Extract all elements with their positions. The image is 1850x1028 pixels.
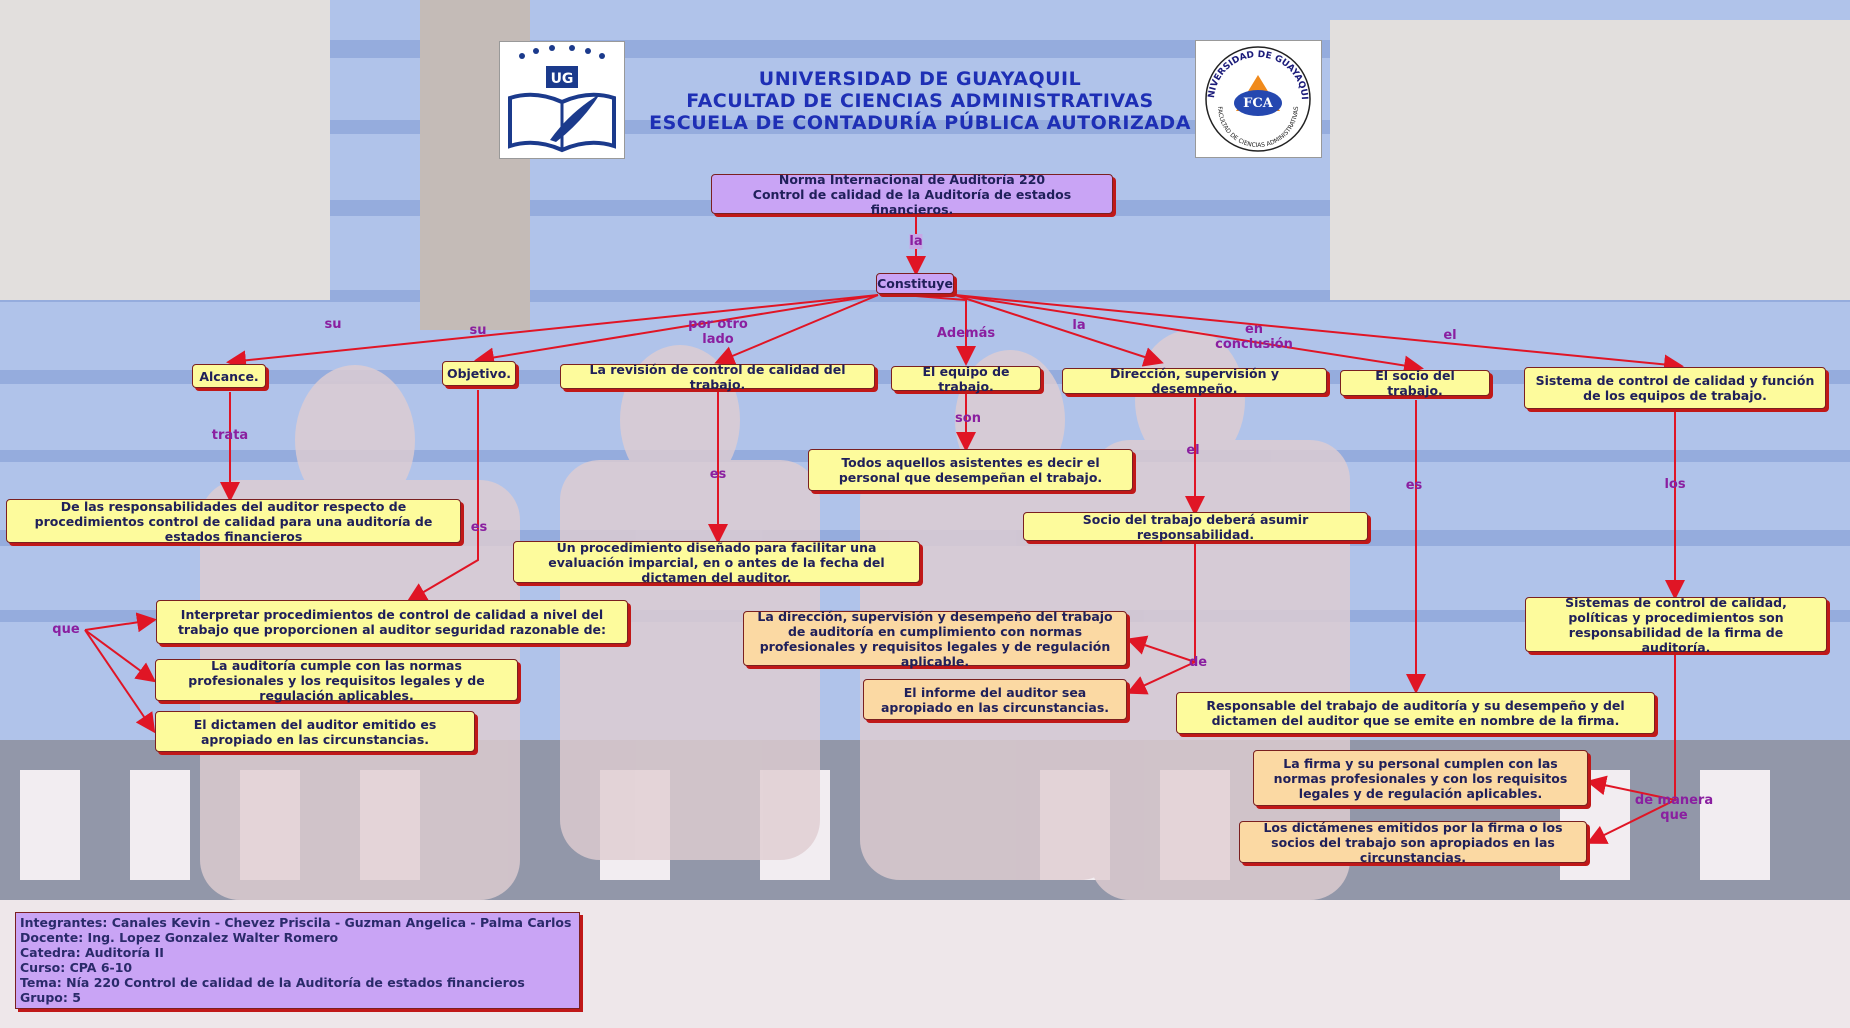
header-university: UNIVERSIDAD DE GUAYAQUIL — [758, 68, 1082, 90]
link-label-su-alcance: su — [324, 317, 342, 332]
header-faculty: FACULTAD DE CIENCIAS ADMINISTRATIVAS — [686, 90, 1154, 112]
link-label-por-otro-lado: por otro lado — [688, 317, 748, 347]
interpretar-node[interactable]: Interpretar procedimientos de control de… — [156, 600, 628, 644]
link-label-de-manera-que: de manera que — [1634, 793, 1714, 823]
link-label-que: que — [52, 622, 80, 637]
link-label-en-conclusion: en conclusión — [1215, 322, 1293, 352]
asistentes-node[interactable]: Todos aquellos asistentes es decir el pe… — [808, 449, 1133, 491]
objetivo-node[interactable]: Objetivo. — [442, 361, 516, 386]
fca-seal-icon: UNIVERSIDAD DE GUAYAQUIL FACULTAD DE CIE… — [1192, 34, 1311, 152]
socio-node[interactable]: El socio del trabajo. — [1340, 368, 1490, 398]
informe-node[interactable]: El informe del auditor sea apropiado en … — [863, 679, 1127, 720]
book-feather-icon: UG — [508, 45, 616, 153]
info-tema: Tema: Nía 220 Control de calidad de la A… — [20, 975, 525, 990]
header-school: ESCUELA DE CONTADURÍA PÚBLICA AUTORIZADA — [649, 112, 1191, 134]
link-label-es-objetivo: es — [470, 520, 488, 535]
root-node[interactable]: Norma Internacional de Auditoría 220 Con… — [711, 172, 1113, 217]
firma-cumple-node[interactable]: La firma y su personal cumplen con las n… — [1253, 750, 1588, 806]
link-label-trata: trata — [211, 428, 249, 443]
dictamenes-node[interactable]: Los dictámenes emitidos por la firma o l… — [1239, 820, 1587, 865]
svg-text:UG: UG — [551, 71, 574, 87]
responsable-node[interactable]: Responsable del trabajo de auditoría y s… — [1176, 692, 1655, 734]
link-label-de: de — [1188, 655, 1208, 670]
info-integrantes: Integrantes: Canales Kevin - Chevez Pris… — [20, 915, 572, 930]
constituye-node[interactable]: Constituye — [876, 273, 954, 294]
svg-text:FCA: FCA — [1243, 96, 1274, 111]
responsabilidades-node[interactable]: De las responsabilidades del auditor res… — [6, 499, 461, 544]
revision-node[interactable]: La revisión de control de calidad del tr… — [560, 362, 875, 392]
sistemas-firma-node[interactable]: Sistemas de control de calidad, política… — [1525, 595, 1827, 655]
sistema-node[interactable]: Sistema de control de calidad y función … — [1524, 367, 1826, 409]
direccion-trabajo-node[interactable]: La dirección, supervisión y desempeño de… — [743, 609, 1127, 669]
dictamen-apropiado-node[interactable]: El dictamen del auditor emitido es aprop… — [155, 711, 475, 752]
alcance-node[interactable]: Alcance. — [192, 364, 266, 388]
equipo-node[interactable]: El equipo de trabajo. — [891, 364, 1041, 394]
link-label-su-objetivo: su — [469, 323, 487, 338]
info-grupo: Grupo: 5 — [20, 990, 81, 1005]
socio-asumir-node[interactable]: Socio del trabajo deberá asumir responsa… — [1023, 512, 1368, 542]
link-label-la-direccion: la — [1072, 318, 1086, 333]
link-label-la: la — [909, 234, 923, 249]
link-label-los: los — [1664, 477, 1686, 492]
info-catedra: Catedra: Auditoría II — [20, 945, 164, 960]
procedimiento-node[interactable]: Un procedimiento diseñado para facilitar… — [513, 540, 920, 585]
info-curso: Curso: CPA 6-10 — [20, 960, 133, 975]
direccion-node[interactable]: Dirección, supervisión y desempeño. — [1062, 366, 1327, 396]
link-label-son: son — [955, 411, 981, 426]
link-label-el-direccion: el — [1186, 443, 1200, 458]
ug-logo: UG — [499, 41, 625, 159]
info-docente: Docente: Ing. Lopez Gonzalez Walter Rome… — [20, 930, 339, 945]
link-label-el-sistema: el — [1443, 328, 1457, 343]
link-label-es-revision: es — [709, 467, 727, 482]
group-info-box: Integrantes: Canales Kevin - Chevez Pris… — [15, 912, 580, 1009]
fca-logo: UNIVERSIDAD DE GUAYAQUIL FACULTAD DE CIE… — [1192, 34, 1322, 158]
link-label-es-socio: es — [1405, 478, 1423, 493]
link-label-ademas: Además — [936, 326, 996, 341]
auditoria-cumple-node[interactable]: La auditoría cumple con las normas profe… — [155, 658, 518, 703]
